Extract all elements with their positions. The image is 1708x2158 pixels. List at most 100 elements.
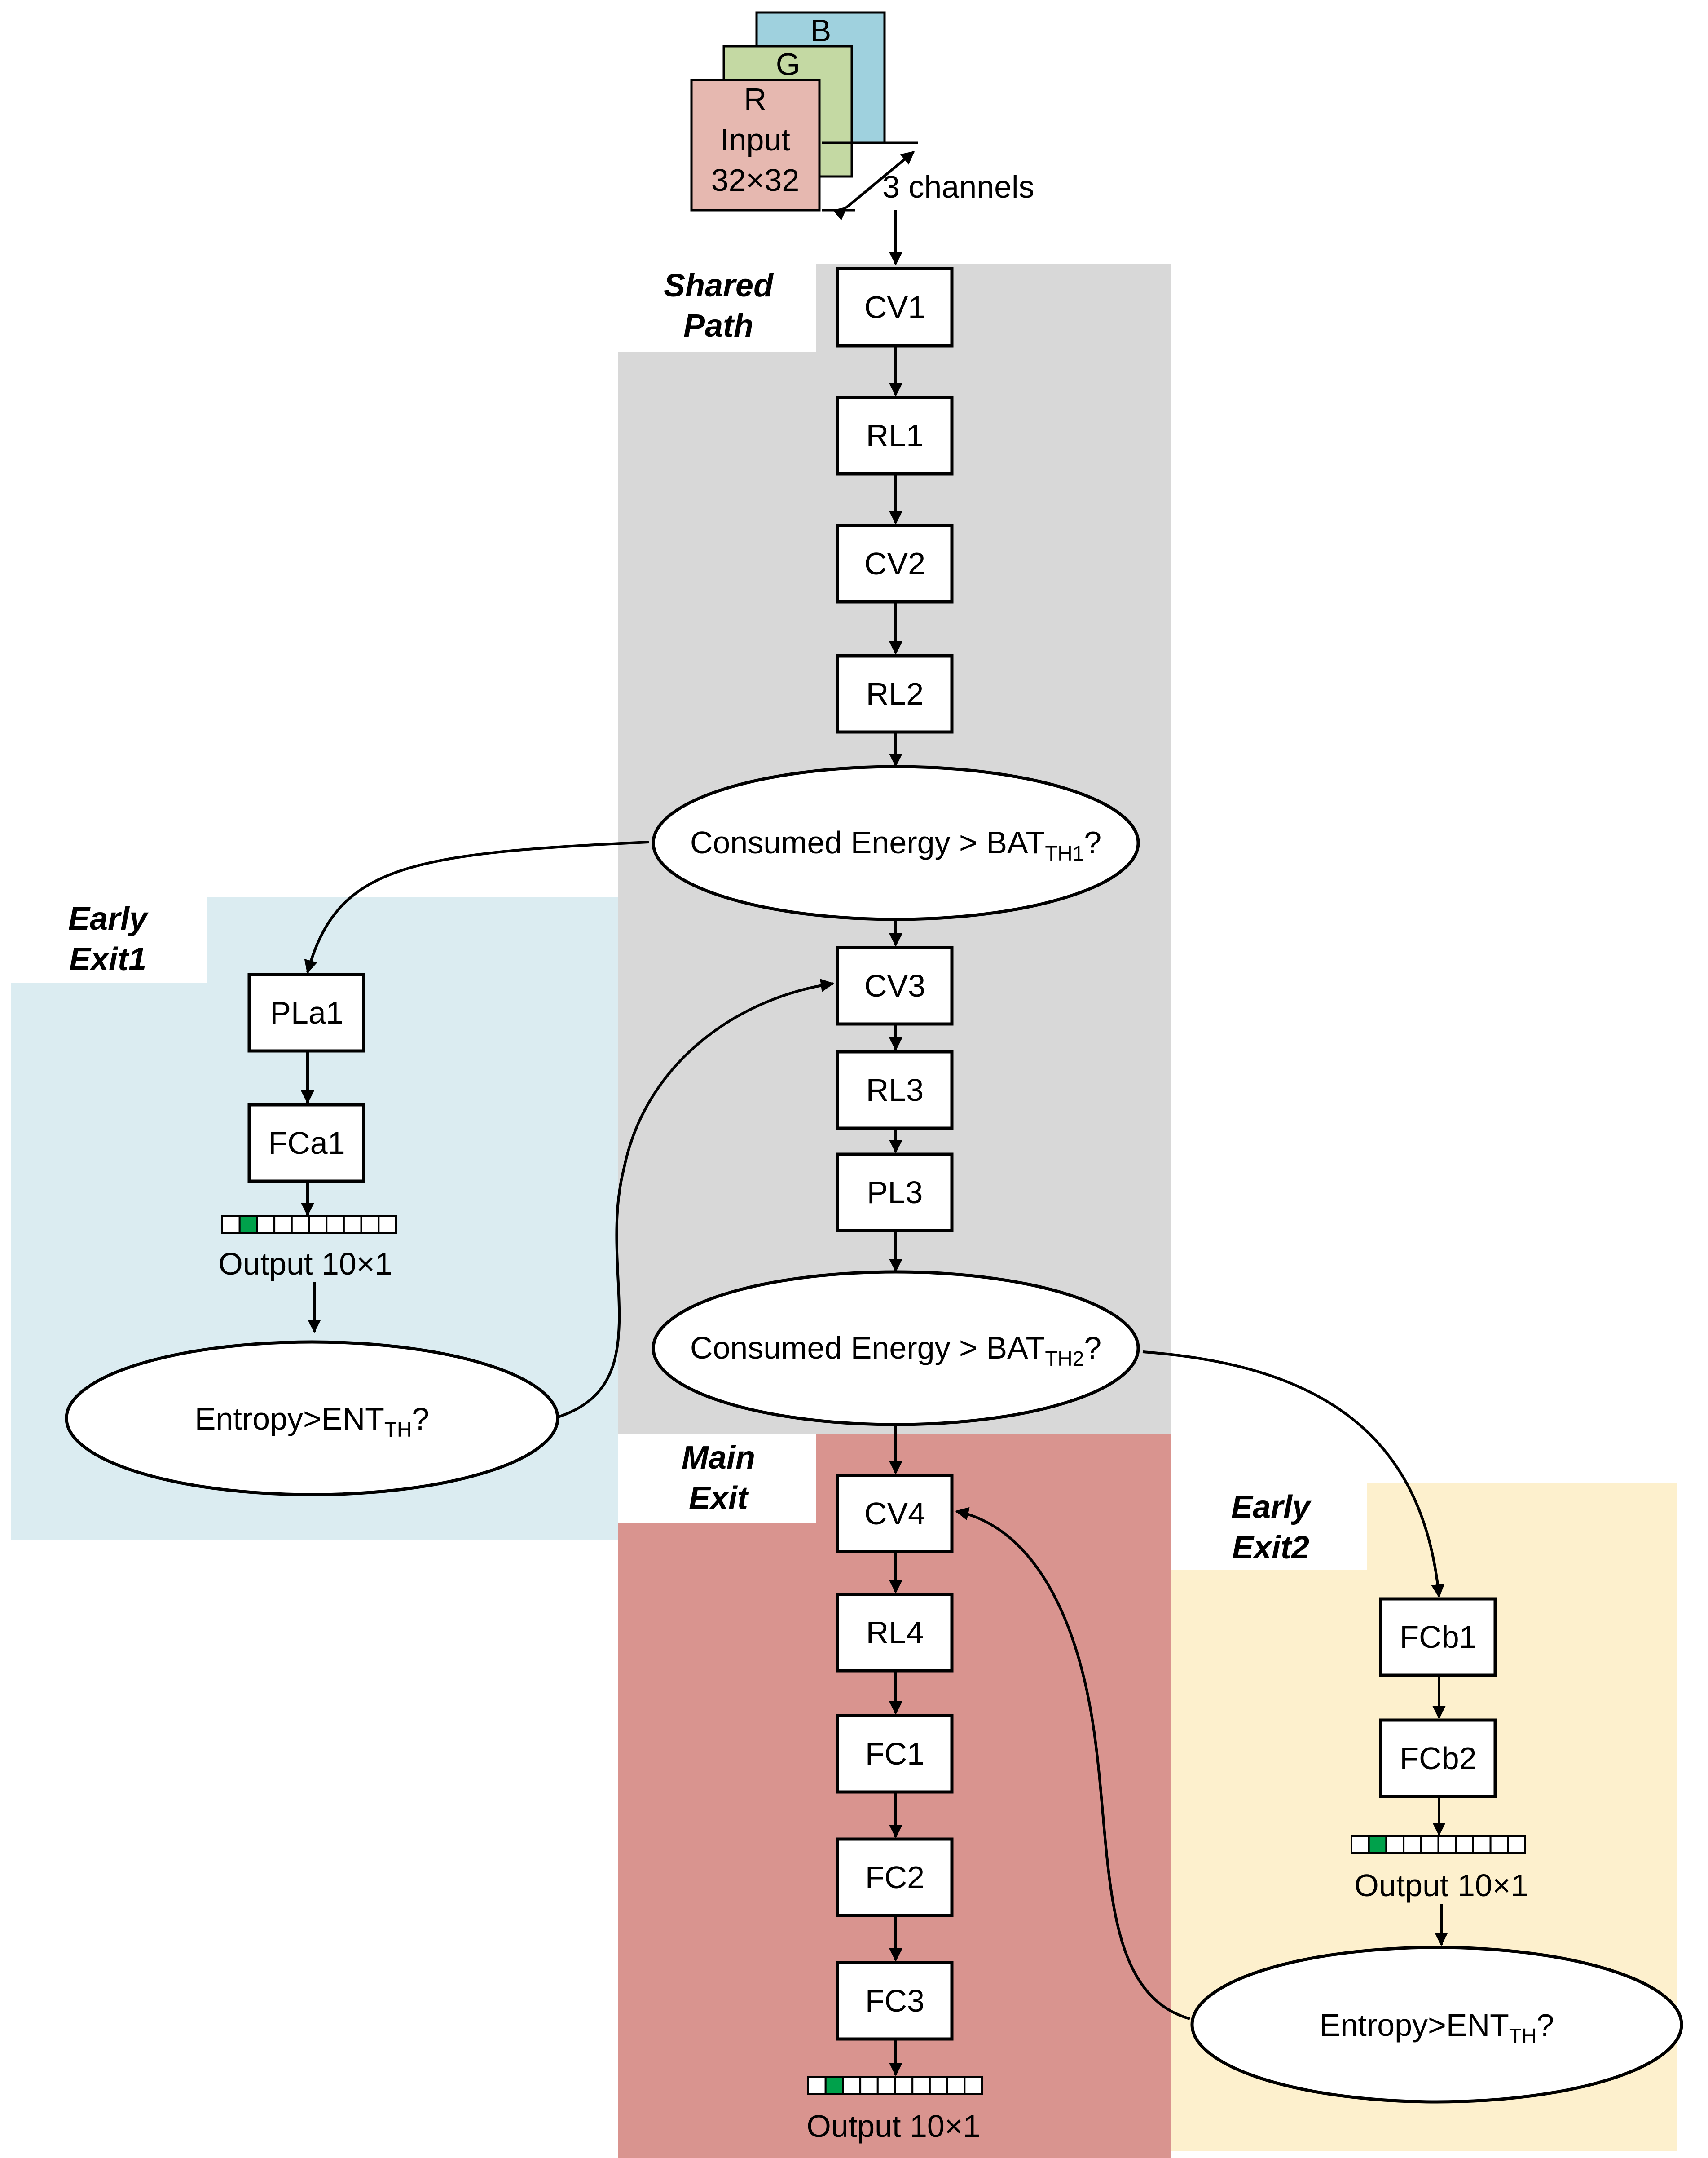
- output-cell: [946, 2076, 966, 2095]
- output-cell-active: [238, 1215, 258, 1234]
- energy-check-1: [652, 765, 1140, 921]
- cv1-box: [836, 267, 954, 348]
- output-cell: [911, 2076, 931, 2095]
- entropy-check-2: [1190, 1946, 1683, 2104]
- output-cell: [1385, 1835, 1405, 1854]
- rl4-label: RL4: [866, 1615, 924, 1650]
- output-cell: [308, 1215, 328, 1234]
- fcb1-label: FCb1: [1400, 1620, 1476, 1655]
- fc2-box: [836, 1837, 954, 1917]
- rl3-label: RL3: [866, 1072, 924, 1108]
- fc3-label: FC3: [865, 1983, 924, 2018]
- output-cell: [360, 1215, 380, 1234]
- output-cell: [291, 1215, 310, 1234]
- early-exit1-layers: PLa1 FCa1 Output 10×1 Entropy>ENTTH?: [65, 973, 559, 1496]
- output-cell: [1472, 1835, 1492, 1854]
- early-exit2-title-line1: Early: [1231, 1489, 1312, 1525]
- fcb2-box: [1379, 1718, 1497, 1798]
- output-cell: [1507, 1835, 1526, 1854]
- pl3-box: [836, 1152, 954, 1232]
- cv2-box: [836, 524, 954, 604]
- rl4-box: [836, 1593, 954, 1673]
- cv3-label: CV3: [864, 968, 925, 1003]
- shared-path-title-line2: Path: [683, 308, 753, 344]
- output-cell: [1489, 1835, 1509, 1854]
- entropy-check-1: [65, 1340, 559, 1496]
- output-cell: [1420, 1835, 1439, 1854]
- output-cell: [273, 1215, 293, 1234]
- output-cell: [964, 2076, 983, 2095]
- fca1-box: [247, 1103, 365, 1183]
- fca1-label: FCa1: [268, 1125, 345, 1161]
- cv4-label: CV4: [864, 1496, 925, 1531]
- pla1-label: PLa1: [270, 995, 343, 1030]
- main-exit-title-line2: Exit: [689, 1480, 749, 1516]
- output-cell: [876, 2076, 896, 2095]
- cv2-label: CV2: [864, 546, 925, 581]
- output-vector-main: [807, 2076, 983, 2095]
- main-exit-title-line1: Main: [682, 1440, 755, 1476]
- output-cell: [929, 2076, 948, 2095]
- arrow-energy1-pla1: [304, 841, 649, 974]
- energy-check-2-label: Consumed Energy > BATTH2?: [690, 1330, 1101, 1370]
- channel-r-label: R: [744, 82, 767, 117]
- output-cell: [894, 2076, 914, 2095]
- rl2-label: RL2: [866, 676, 924, 711]
- energy-check-2: [652, 1270, 1140, 1426]
- fc2-label: FC2: [865, 1860, 924, 1895]
- output-cell: [807, 2076, 827, 2095]
- fc1-box: [836, 1714, 954, 1794]
- pla1-box: [247, 973, 365, 1053]
- arrow-entropy1-cv3: [558, 979, 834, 1418]
- arrow-energy2-fcb1: [1142, 1350, 1445, 1598]
- output-cell: [343, 1215, 362, 1234]
- cv3-box: [836, 946, 954, 1026]
- output-vector-exit2: [1351, 1835, 1526, 1854]
- output-cell: [256, 1215, 276, 1234]
- fc3-box: [836, 1961, 954, 2041]
- rl2-box: [836, 654, 954, 734]
- output-cell: [378, 1215, 397, 1234]
- fcb1-box: [1379, 1597, 1497, 1677]
- channel-b-label: B: [810, 13, 832, 48]
- shared-path-layers: CV1 RL1 CV2 RL2 Consumed Energy > BATTH1…: [652, 267, 1140, 1426]
- fc1-label: FC1: [865, 1736, 924, 1771]
- output-label-exit2: Output 10×1: [1354, 1868, 1528, 1903]
- output-cell: [1351, 1835, 1370, 1854]
- early-exit1-title-line1: Early: [68, 901, 149, 937]
- early-exit2-title-line2: Exit2: [1232, 1530, 1309, 1566]
- output-cell: [842, 2076, 862, 2095]
- channel-g-label: G: [776, 47, 800, 82]
- fcb2-label: FCb2: [1400, 1741, 1476, 1776]
- cv1-label: CV1: [864, 290, 925, 325]
- output-cell-active: [824, 2076, 844, 2095]
- entropy-check-2-label: Entropy>ENTTH?: [1320, 2008, 1554, 2048]
- output-cell: [859, 2076, 879, 2095]
- output-vector-exit1: [221, 1215, 397, 1234]
- channel-depth-arrow: [832, 150, 915, 221]
- channel-r-plane: [690, 79, 821, 212]
- output-cell: [326, 1215, 345, 1234]
- output-cell: [1437, 1835, 1457, 1854]
- cv4-box: [836, 1474, 954, 1553]
- output-cell: [221, 1215, 241, 1234]
- early-exit2-layers: FCb1 FCb2 Output 10×1 Entropy>ENTTH?: [1190, 1597, 1683, 2104]
- energy-check-1-label: Consumed Energy > BATTH1?: [690, 825, 1101, 865]
- rl1-box: [836, 396, 954, 476]
- input-label: Input: [720, 122, 790, 157]
- input-stack: B G R Input 32×32 3 channels: [690, 11, 1034, 221]
- output-cell: [1403, 1835, 1422, 1854]
- output-cell-active: [1368, 1835, 1387, 1854]
- early-exit1-title-line2: Exit1: [69, 941, 146, 977]
- output-label-main: Output 10×1: [806, 2109, 980, 2144]
- main-exit-layers: CV4 RL4 FC1 FC2 FC3 Output 10×1: [806, 1474, 983, 2144]
- input-size-label: 32×32: [711, 163, 800, 198]
- output-label-exit1: Output 10×1: [218, 1246, 392, 1281]
- channels-label: 3 channels: [882, 169, 1034, 204]
- arrow-entropy2-cv4: [955, 1507, 1190, 2020]
- connectors: [301, 210, 1448, 2076]
- pl3-label: PL3: [867, 1175, 923, 1210]
- entropy-check-1-label: Entropy>ENTTH?: [195, 1401, 429, 1441]
- early-exit1-title-plate: [11, 897, 207, 983]
